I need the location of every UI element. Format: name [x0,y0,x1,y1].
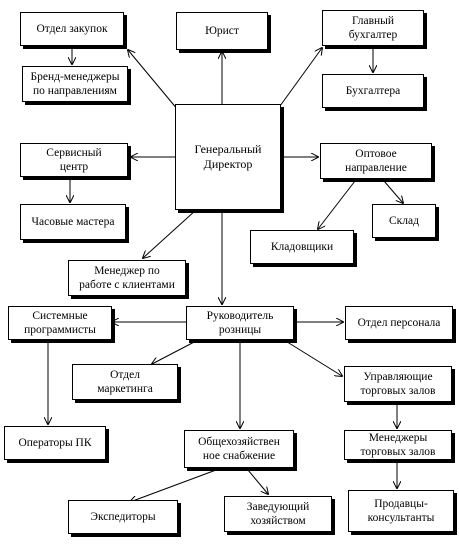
node-client-manager: Менеджер по работе с клиентами [68,260,186,296]
node-warehouse: Склад [372,204,436,238]
node-ceo: Генеральный Директор [175,104,281,210]
node-sales-managers: Менеджеры торговых залов [344,430,452,460]
arrow-general-supply-to-facility-manager [247,469,268,494]
node-sales-consultants: Продавцы- консультанты [348,490,454,532]
node-retail-head: Руководитель розницы [186,306,294,340]
arrow-retail-head-to-hall-managers [283,339,342,376]
node-chief-accountant: Главный бухгалтер [322,10,424,46]
node-accountants: Бухгалтера [322,74,424,108]
node-wholesale: Оптовое направление [320,143,432,179]
arrow-retail-head-to-marketing [152,339,199,364]
node-lawyer: Юрист [176,12,268,50]
node-facility-manager: Заведующий хозяйством [224,496,332,532]
node-hall-managers: Управляющие торговых залов [344,366,452,402]
node-storekeepers: Кладовщики [250,230,354,264]
node-marketing: Отдел маркетинга [72,364,178,400]
node-hr: Отдел персонала [345,306,453,340]
node-brand-managers: Бренд-менеджеры по направлениям [22,66,128,102]
arrow-ceo-to-client-manager [143,209,197,258]
node-procurement: Отдел закупок [20,12,124,46]
arrow-wholesale-to-warehouse [383,180,403,203]
node-pc-operators: Операторы ПК [4,426,106,460]
node-general-supply: Общехозяйствен ное снабжение [184,430,294,468]
node-system-programmers: Системные программисты [8,306,112,340]
node-service-center: Сервисный центр [20,143,128,177]
arrow-ceo-to-chief-accountant [279,48,322,107]
arrow-general-supply-to-forwarders [130,469,217,502]
node-watchmakers: Часовые мастера [20,204,126,240]
node-forwarders: Экспедиторы [68,500,178,534]
arrow-ceo-to-procurement [128,50,179,111]
arrow-wholesale-to-storekeepers [318,180,356,229]
